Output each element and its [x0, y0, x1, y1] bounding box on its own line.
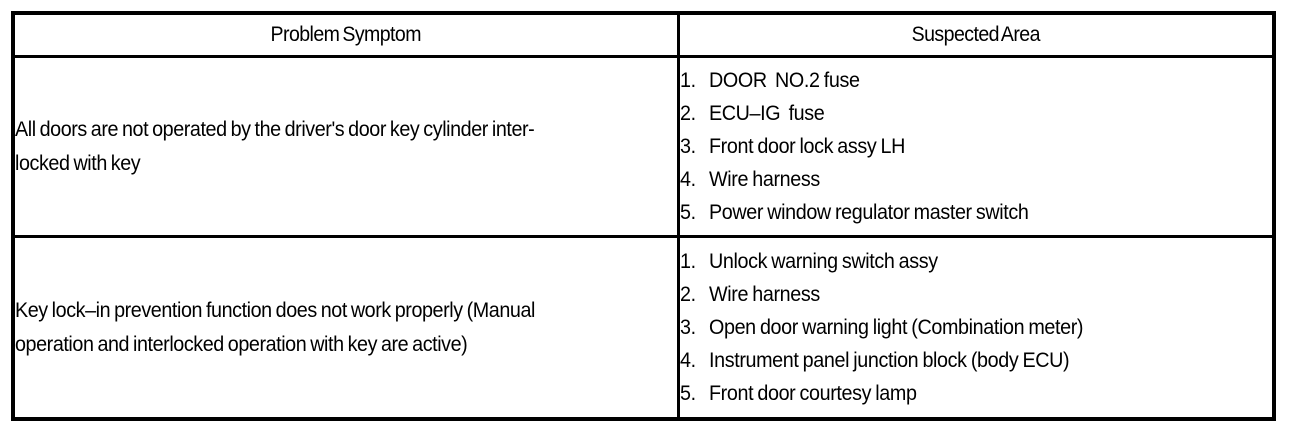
suspected-area-list: 1. Unlock warning switch assy 2. Wire ha…: [680, 245, 1273, 410]
list-item-label: Wire harness: [708, 283, 820, 306]
list-item-label: Unlock warning switch assy: [708, 250, 938, 273]
list-item-label: Instrument panel junction block (body EC…: [708, 349, 1070, 372]
suspected-area-list: 1. DOOR NO.2 fuse 2. ECU–IG fuse 3. Fron…: [680, 64, 1273, 229]
list-item-label: DOOR NO.2 fuse: [708, 69, 860, 92]
list-item-label: Front door courtesy lamp: [708, 382, 917, 405]
list-item-number: 4.: [679, 168, 696, 191]
list-item: 5. Front door courtesy lamp: [680, 377, 1273, 410]
list-item-number: 2.: [679, 283, 696, 306]
table-row: All doors are not operated by the driver…: [11, 55, 1276, 238]
list-item-label: Power window regulator master switch: [708, 201, 1029, 224]
list-item-number: 2.: [679, 102, 696, 125]
symptom-text: Key lock–in prevention function does not…: [15, 298, 535, 356]
list-item-number: 1.: [679, 69, 696, 92]
problem-symptoms-table: Problem Symptom Suspected Area All doors…: [11, 11, 1276, 421]
column-header-problem-symptom-label: Problem Symptom: [270, 23, 422, 46]
list-item-number: 5.: [679, 382, 696, 405]
list-item: 4. Wire harness: [680, 163, 1273, 196]
list-item-number: 5.: [679, 201, 696, 224]
page-canvas: Problem Symptom Suspected Area All doors…: [11, 11, 1276, 421]
list-item-number: 1.: [679, 250, 696, 273]
column-header-suspected-area-label: Suspected Area: [911, 23, 1041, 46]
list-item-number: 3.: [679, 316, 696, 339]
list-item: 5. Power window regulator master switch: [680, 196, 1273, 229]
column-header-problem-symptom: Problem Symptom: [34, 11, 657, 58]
suspected-area-cell: 1. Unlock warning switch assy 2. Wire ha…: [676, 235, 1276, 421]
list-item: 1. Unlock warning switch assy: [680, 245, 1273, 278]
column-header-suspected-area: Suspected Area: [697, 11, 1255, 58]
list-item-label: ECU–IG fuse: [708, 102, 825, 125]
list-item: 3. Open door warning light (Combination …: [680, 311, 1273, 344]
list-item-number: 3.: [679, 135, 696, 158]
symptom-text: All doors are not operated by the driver…: [15, 117, 535, 175]
list-item-number: 4.: [679, 349, 696, 372]
list-item-label: Open door warning light (Combination met…: [708, 316, 1084, 339]
table-header-row: Problem Symptom Suspected Area: [13, 11, 1274, 58]
table-row: Key lock–in prevention function does not…: [11, 235, 1276, 421]
suspected-area-cell: 1. DOOR NO.2 fuse 2. ECU–IG fuse 3. Fron…: [676, 55, 1276, 238]
list-item: 4. Instrument panel junction block (body…: [680, 344, 1273, 377]
list-item: 2. Wire harness: [680, 278, 1273, 311]
symptom-cell: Key lock–in prevention function does not…: [11, 235, 680, 421]
list-item: 3. Front door lock assy LH: [680, 130, 1273, 163]
list-item: 2. ECU–IG fuse: [680, 97, 1273, 130]
list-item-label: Front door lock assy LH: [708, 135, 905, 158]
symptom-cell: All doors are not operated by the driver…: [11, 55, 680, 238]
list-item-label: Wire harness: [708, 168, 820, 191]
list-item: 1. DOOR NO.2 fuse: [680, 64, 1273, 97]
